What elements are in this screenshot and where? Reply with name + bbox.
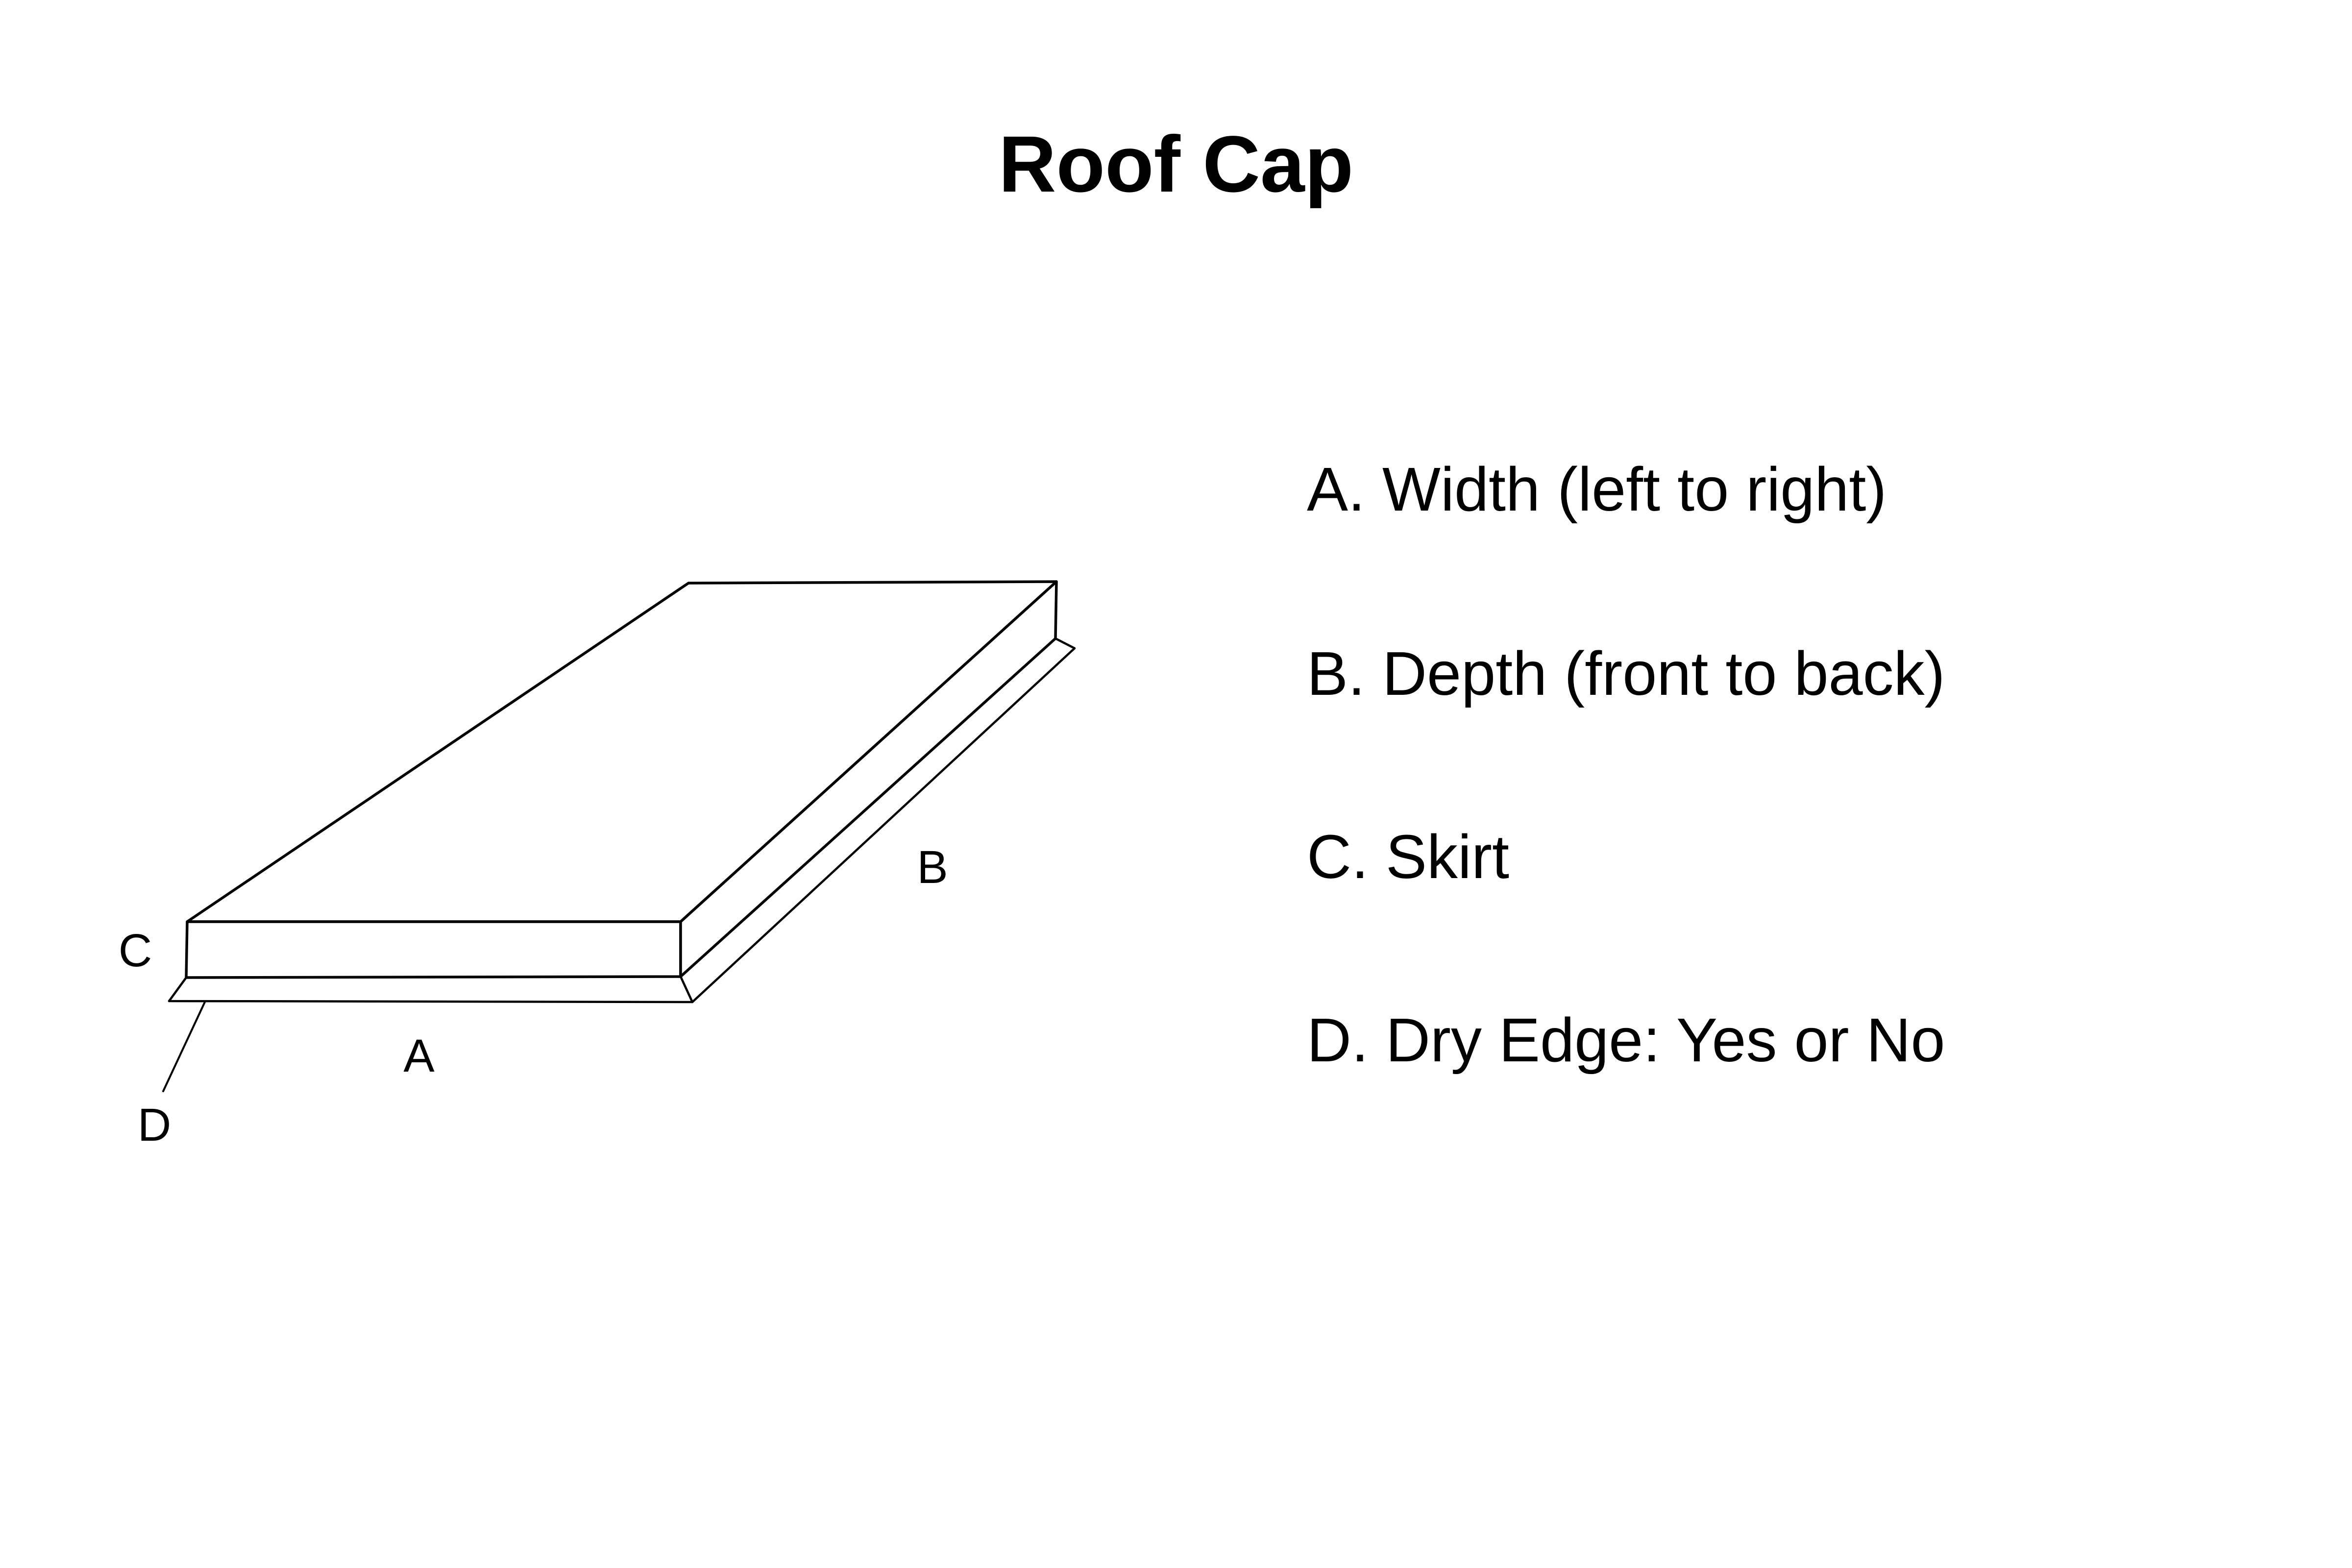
roof-cap-front-face bbox=[185, 920, 682, 979]
page-title: Roof Cap bbox=[998, 119, 1354, 209]
label-c-skirt: C bbox=[119, 925, 152, 977]
label-b-depth: B bbox=[917, 841, 948, 893]
label-d-dry-edge: D bbox=[138, 1099, 172, 1151]
roof-cap-skirt-front-right-fold bbox=[679, 975, 694, 1004]
dry-edge-leader-line bbox=[162, 1001, 206, 1092]
label-a-width: A bbox=[403, 1030, 435, 1082]
legend-item-skirt: C. Skirt bbox=[1307, 822, 1510, 891]
legend-item-dry-edge: D. Dry Edge: Yes or No bbox=[1307, 1005, 1945, 1075]
legend-item-depth: B. Depth (front to back) bbox=[1307, 639, 1945, 708]
legend-item-width: A. Width (left to right) bbox=[1307, 455, 1887, 524]
